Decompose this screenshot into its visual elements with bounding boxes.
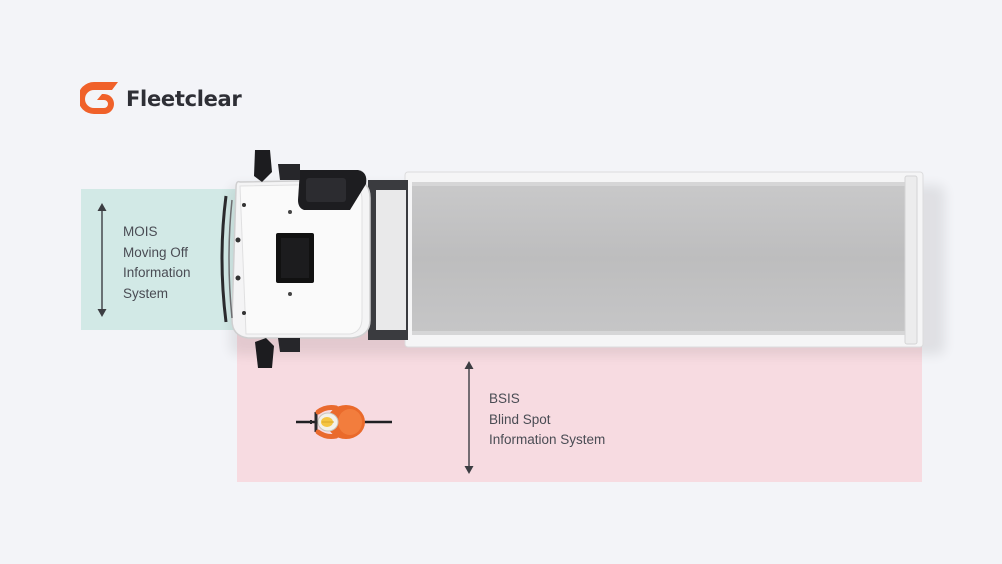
bsis-line-2: Blind Spot	[489, 411, 551, 427]
fleetclear-logo-icon	[80, 82, 118, 114]
mois-line-2: Moving Off	[123, 244, 189, 260]
brand-name: Fleetclear	[126, 87, 242, 111]
cyclist-top-view-icon	[296, 405, 392, 439]
bsis-line-3: Information System	[489, 432, 606, 447]
mois-zone	[81, 189, 241, 330]
bsis-double-arrow-icon	[464, 361, 474, 474]
mois-label: MOIS Moving Off Information System	[123, 222, 191, 304]
mois-line-3: Information	[123, 265, 191, 280]
bsis-abbrev: BSIS	[489, 391, 520, 406]
mois-line-4: System	[123, 285, 169, 301]
mois-double-arrow-icon	[97, 203, 107, 317]
brand-logo: Fleetclear	[80, 80, 242, 118]
bsis-label: BSIS Blind Spot Information System	[489, 389, 605, 451]
mois-abbrev: MOIS	[123, 224, 158, 239]
